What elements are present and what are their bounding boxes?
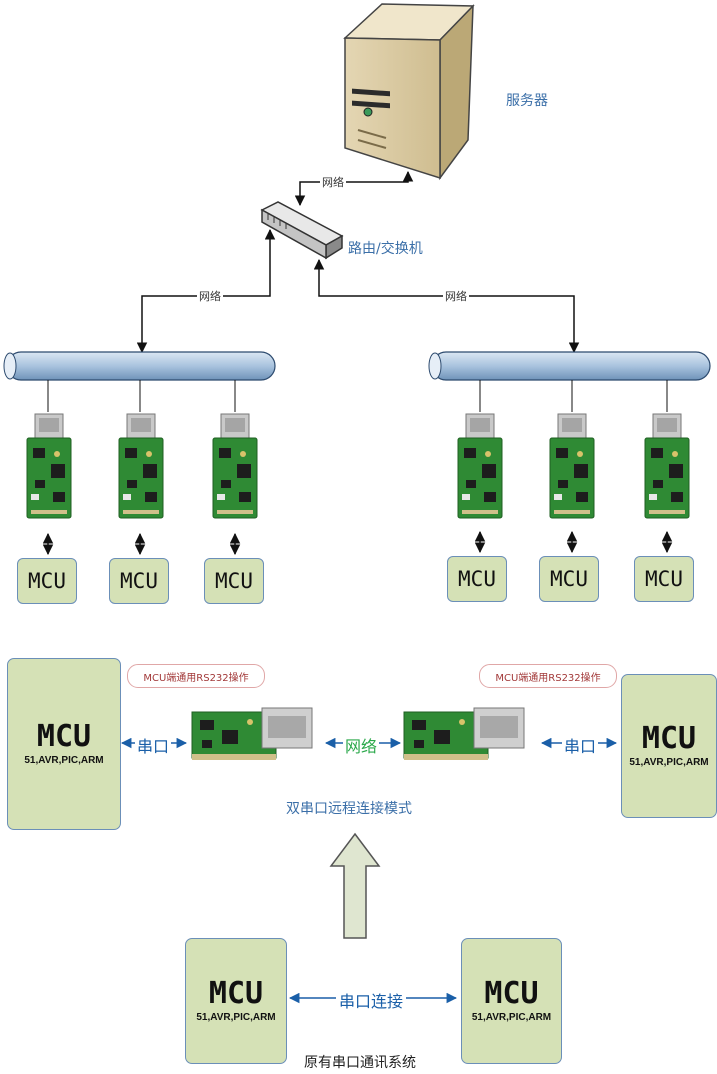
mcu-box: MCU xyxy=(539,556,599,602)
mcu-box-large: MCU 51,AVR,PIC,ARM xyxy=(7,658,121,830)
mcu-box-large: MCU 51,AVR,PIC,ARM xyxy=(185,938,287,1064)
upgrade-arrow xyxy=(329,832,381,939)
serial-server-module-large xyxy=(403,707,525,761)
mcu-box-large: MCU 51,AVR,PIC,ARM xyxy=(461,938,562,1064)
server-icon xyxy=(343,3,475,181)
serial-port-label: 串口 xyxy=(135,733,172,757)
mcu-box: MCU xyxy=(204,558,264,604)
serial-server-module xyxy=(549,413,595,519)
network-label: 网络 xyxy=(443,288,469,304)
link-server-router xyxy=(294,170,414,207)
serial-server-module-large xyxy=(191,707,313,761)
dual-mode-caption: 双串口远程连接模式 xyxy=(286,801,412,817)
serial-server-module xyxy=(457,413,503,519)
mcu-box: MCU xyxy=(109,558,169,604)
mcu-title: MCU xyxy=(641,721,697,756)
mcu-box: MCU xyxy=(17,558,77,604)
mcu-subtitle: 51,AVR,PIC,ARM xyxy=(471,1012,552,1023)
mcu-subtitle: 51,AVR,PIC,ARM xyxy=(629,757,709,768)
bus-pipe-right xyxy=(428,351,711,381)
mcu-box: MCU xyxy=(634,556,694,602)
serial-server-module xyxy=(118,413,164,519)
original-caption: 原有串口通讯系统 xyxy=(304,1055,416,1071)
serial-server-module xyxy=(26,413,72,519)
mcu-title: MCU xyxy=(484,976,539,1011)
network-label: 网络 xyxy=(197,288,223,304)
bus-pipe-left xyxy=(3,351,276,381)
rs232-note: MCU端通用RS232操作 xyxy=(479,664,617,688)
serial-server-module xyxy=(212,413,258,519)
serial-connection-label: 串口连接 xyxy=(336,988,407,1012)
mcu-title: MCU xyxy=(208,976,264,1011)
serial-port-label: 串口 xyxy=(562,733,599,757)
link-router-right xyxy=(313,258,580,354)
network-link-label: 网络 xyxy=(343,733,380,757)
router-icon xyxy=(260,201,344,260)
mcu-title: MCU xyxy=(36,719,92,754)
router-label: 路由/交换机 xyxy=(348,241,423,257)
mcu-box-large: MCU 51,AVR,PIC,ARM xyxy=(621,674,717,818)
rs232-note: MCU端通用RS232操作 xyxy=(127,664,265,688)
serial-server-module xyxy=(644,413,690,519)
mcu-box: MCU xyxy=(447,556,507,602)
mcu-subtitle: 51,AVR,PIC,ARM xyxy=(24,755,104,766)
network-label: 网络 xyxy=(320,174,346,190)
mcu-subtitle: 51,AVR,PIC,ARM xyxy=(196,1012,276,1023)
server-label: 服务器 xyxy=(506,93,548,109)
